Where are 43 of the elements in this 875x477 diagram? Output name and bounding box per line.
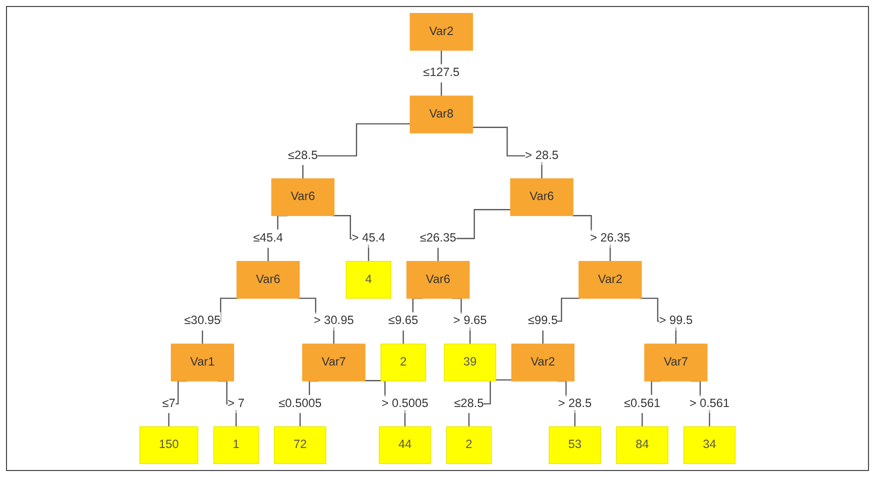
node-box: Var2 bbox=[578, 260, 642, 299]
edge-label: > 9.65 bbox=[453, 314, 487, 328]
node-box: 72 bbox=[274, 426, 326, 464]
node-box: 84 bbox=[616, 426, 668, 464]
node-box: 34 bbox=[683, 426, 736, 464]
edge-label: ≤127.5 bbox=[423, 66, 460, 80]
node-box: 2 bbox=[380, 344, 426, 382]
edge-label: ≤0.561 bbox=[624, 396, 660, 410]
edge-label: ≤0.5005 bbox=[278, 396, 322, 410]
edge-label: ≤99.5 bbox=[528, 314, 558, 328]
node-box: 39 bbox=[444, 344, 496, 382]
edge-label: > 30.95 bbox=[314, 314, 354, 328]
node-box: Var8 bbox=[410, 96, 473, 134]
edge-label: > 99.5 bbox=[659, 314, 693, 328]
node-box: Var6 bbox=[406, 260, 470, 299]
edge-label: ≤7 bbox=[162, 396, 176, 410]
edge-label: > 28.5 bbox=[558, 396, 592, 410]
node-box: Var6 bbox=[236, 260, 300, 299]
node-box: Var1 bbox=[170, 344, 234, 382]
node-box: 44 bbox=[378, 426, 432, 464]
edge-label: > 7 bbox=[228, 396, 245, 410]
node-box: 2 bbox=[446, 426, 492, 464]
edge-label: > 0.5005 bbox=[382, 396, 428, 410]
node-box: Var6 bbox=[271, 178, 334, 216]
node-box: 150 bbox=[139, 426, 198, 464]
node-box: 1 bbox=[213, 426, 259, 464]
node-box: 4 bbox=[346, 260, 392, 299]
edge-label: > 28.5 bbox=[525, 148, 559, 162]
edge-label: > 26.35 bbox=[590, 231, 630, 245]
node-box: 53 bbox=[548, 426, 601, 464]
node-box: Var7 bbox=[644, 344, 708, 382]
node-box: Var7 bbox=[302, 344, 366, 382]
node-box: Var2 bbox=[511, 344, 575, 382]
edge-label: ≤26.35 bbox=[420, 231, 456, 245]
edge-label: ≤28.5 bbox=[454, 396, 484, 410]
edge-label: ≤9.65 bbox=[388, 314, 418, 328]
edge-label: > 0.561 bbox=[689, 396, 730, 410]
node-box: Var2 bbox=[410, 12, 473, 51]
edge-label: ≤45.4 bbox=[253, 231, 283, 245]
edge-label: ≤28.5 bbox=[288, 148, 318, 162]
edge-label: > 45.4 bbox=[352, 231, 386, 245]
node-box: Var6 bbox=[510, 178, 574, 216]
edge-label: ≤30.95 bbox=[184, 314, 221, 328]
